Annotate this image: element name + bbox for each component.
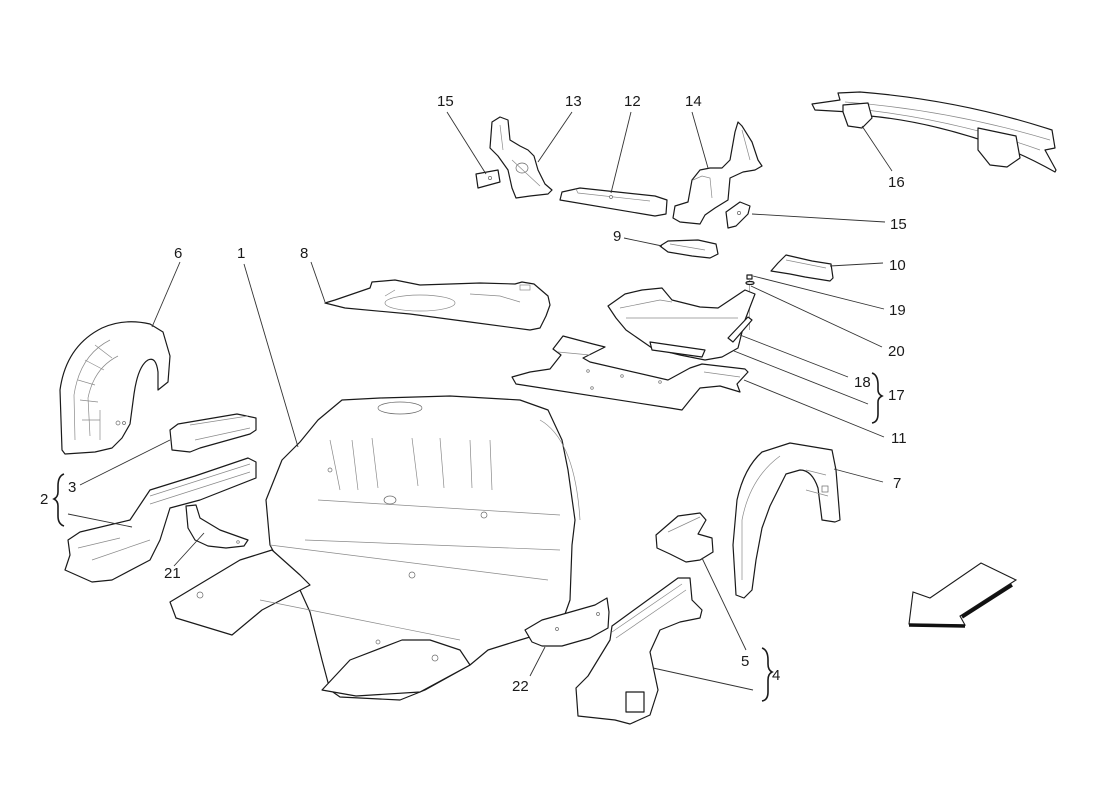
callout-10[interactable]: 10 — [889, 257, 906, 274]
part-1-rear-body-shell[interactable] — [169, 395, 581, 701]
callout-1[interactable]: 1 — [237, 245, 245, 262]
part-2-left-longitudinal[interactable] — [64, 457, 257, 583]
part-15-plate-right[interactable] — [725, 201, 751, 229]
callout-8[interactable]: 8 — [300, 245, 308, 262]
direction-arrow-icon — [908, 562, 1018, 628]
callout-22[interactable]: 22 — [512, 678, 529, 695]
part-21-left-bracket[interactable] — [185, 504, 249, 549]
part-12-cross-member[interactable] — [559, 187, 668, 217]
callout-4[interactable]: 4 — [772, 667, 780, 684]
callout-15-left[interactable]: 15 — [437, 93, 454, 110]
callout-14[interactable]: 14 — [685, 93, 702, 110]
callout-6[interactable]: 6 — [174, 245, 182, 262]
part-18-tub-bracket[interactable] — [727, 316, 753, 343]
brace-17 — [871, 372, 884, 424]
part-10-bracket[interactable] — [770, 254, 834, 282]
leader-lines — [67, 111, 893, 691]
callout-3[interactable]: 3 — [68, 479, 76, 496]
callout-13[interactable]: 13 — [565, 93, 582, 110]
part-3-member-section[interactable] — [169, 413, 257, 453]
callout-2[interactable]: 2 — [40, 491, 48, 508]
part-8-parcel-shelf[interactable] — [324, 279, 551, 331]
callout-9[interactable]: 9 — [613, 228, 621, 245]
part-7-right-wheelhouse[interactable] — [732, 442, 841, 599]
part-20-washer[interactable] — [745, 280, 755, 286]
callout-16[interactable]: 16 — [888, 174, 905, 191]
part-14-right-pillar[interactable] — [672, 121, 763, 225]
callout-18[interactable]: 18 — [854, 374, 871, 391]
part-5-member-section[interactable] — [655, 512, 714, 563]
part-4-right-longitudinal[interactable] — [575, 577, 703, 725]
brace-2 — [52, 473, 65, 527]
callout-labels: 15 13 12 14 16 15 9 10 19 20 18 17 11 7 … — [40, 93, 907, 695]
callout-7[interactable]: 7 — [893, 475, 901, 492]
callout-19[interactable]: 19 — [889, 302, 906, 319]
part-17-spare-tub[interactable] — [607, 287, 756, 361]
callout-20[interactable]: 20 — [888, 343, 905, 360]
brace-4 — [761, 647, 774, 702]
part-22-right-bracket[interactable] — [524, 597, 610, 647]
callout-5[interactable]: 5 — [741, 653, 749, 670]
part-15-plate-left[interactable] — [475, 169, 501, 189]
callout-12[interactable]: 12 — [624, 93, 641, 110]
group-braces — [52, 372, 884, 702]
part-9-bracket[interactable] — [659, 239, 719, 259]
part-6-left-wheelhouse[interactable] — [59, 321, 171, 455]
callout-11[interactable]: 11 — [891, 430, 907, 447]
callout-21[interactable]: 21 — [164, 565, 181, 582]
part-13-left-pillar[interactable] — [489, 116, 553, 199]
callout-17[interactable]: 17 — [888, 387, 905, 404]
part-16-bumper-beam[interactable] — [811, 91, 1057, 173]
callout-15-right[interactable]: 15 — [890, 216, 907, 233]
part-11-floor-panel[interactable] — [511, 335, 749, 411]
